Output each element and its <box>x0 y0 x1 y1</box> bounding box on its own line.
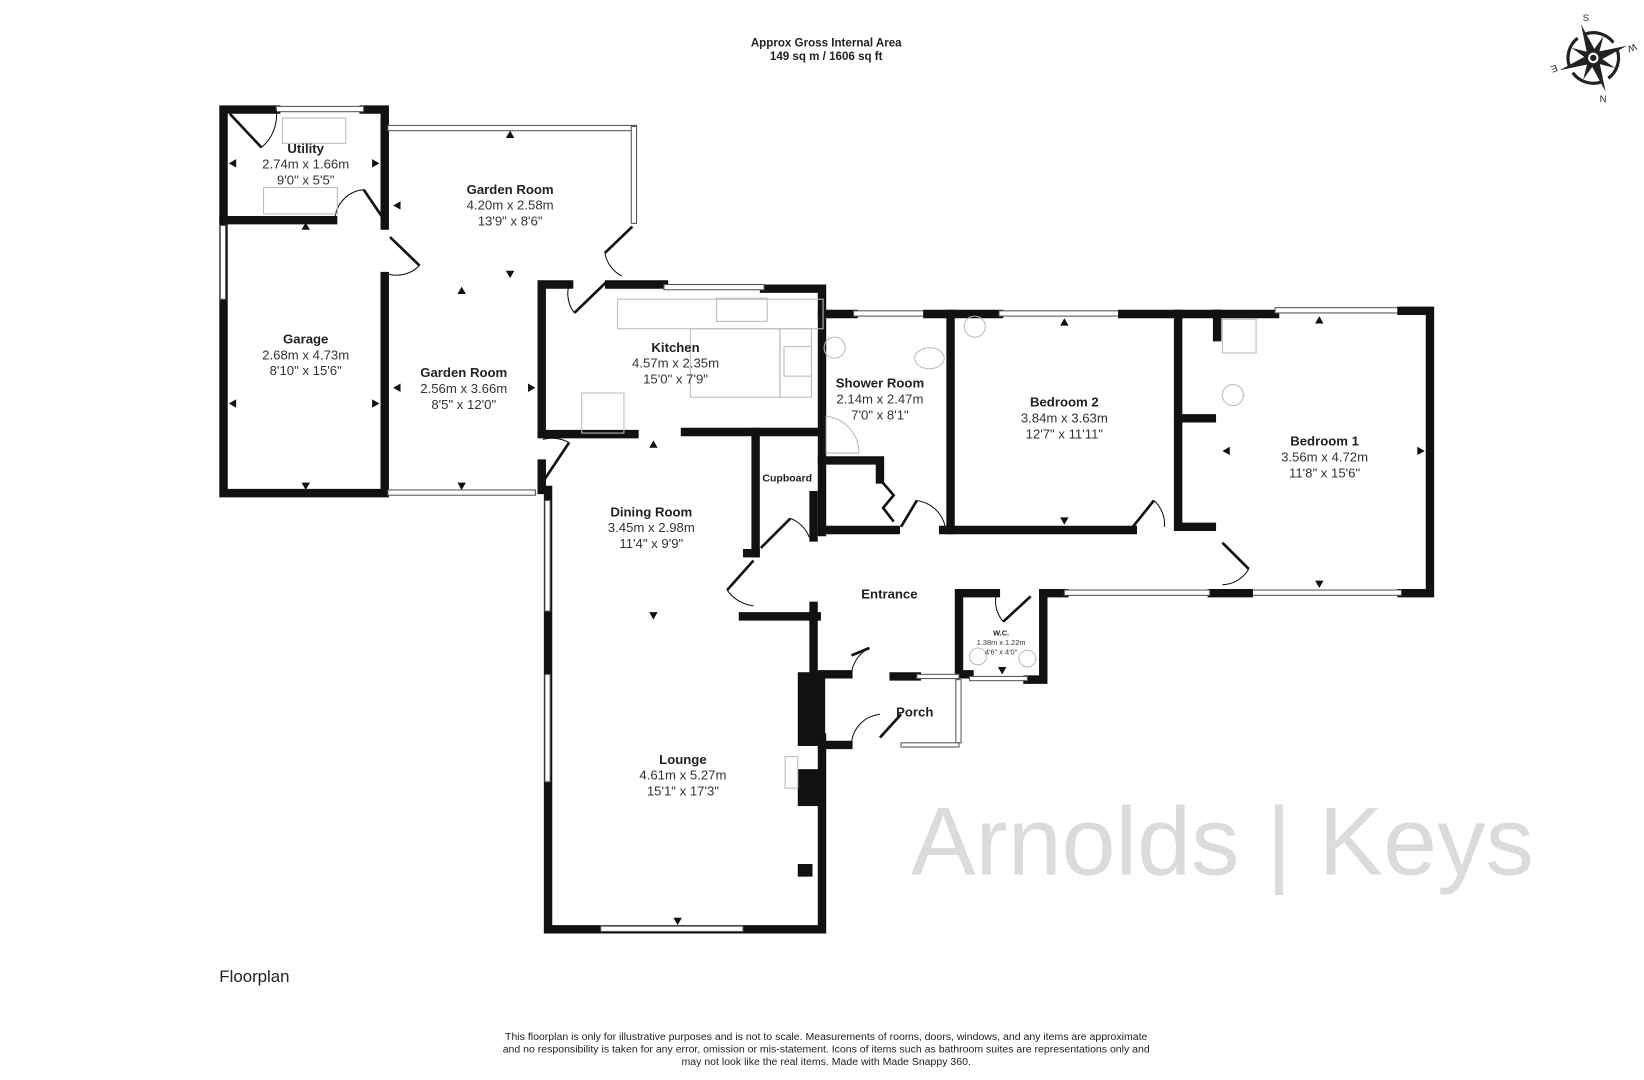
svg-text:8'5" x 12'0": 8'5" x 12'0" <box>431 397 496 412</box>
svg-text:2.56m x 3.66m: 2.56m x 3.66m <box>420 381 507 396</box>
svg-text:12'7" x 11'11": 12'7" x 11'11" <box>1026 426 1104 441</box>
svg-text:Lounge: Lounge <box>659 752 707 767</box>
svg-text:and no responsibility is taken: and no responsibility is taken for any e… <box>503 1044 1150 1056</box>
svg-text:W.C.: W.C. <box>993 628 1009 637</box>
room-utility: Utility 2.74m x 1.66m 9'0" x 5'5" <box>262 141 349 188</box>
svg-text:Dining Room: Dining Room <box>610 504 692 519</box>
room-shower-room: Shower Room 2.14m x 2.47m 7'0" x 8'1" <box>836 376 924 423</box>
svg-text:9'0" x 5'5": 9'0" x 5'5" <box>277 172 335 187</box>
svg-text:4.57m x 2.35m: 4.57m x 2.35m <box>632 356 719 371</box>
room-bedroom-2: Bedroom 2 3.84m x 3.63m 12'7" x 11'11" <box>1021 395 1108 442</box>
walls <box>219 105 1435 934</box>
floor-label: Floorplan <box>219 967 289 986</box>
svg-text:Kitchen: Kitchen <box>651 340 699 355</box>
svg-text:11'4" x 9'9": 11'4" x 9'9" <box>619 536 683 551</box>
svg-text:2.14m x 2.47m: 2.14m x 2.47m <box>836 392 923 407</box>
fixtures <box>263 117 1257 789</box>
room-garage: Garage 2.68m x 4.73m 8'10" x 15'6" <box>262 331 349 378</box>
compass-rose-icon <box>1559 24 1627 92</box>
svg-text:15'0" x 7'9": 15'0" x 7'9" <box>643 372 708 387</box>
svg-text:2.74m x 1.66m: 2.74m x 1.66m <box>262 157 349 172</box>
svg-text:Cupboard: Cupboard <box>762 473 812 485</box>
compass-s: S <box>1583 13 1589 24</box>
room-bedroom-1: Bedroom 1 3.56m x 4.72m 11'8" x 15'6" <box>1281 434 1368 481</box>
disclaimer: This floorplan is only for illustrative … <box>503 1031 1150 1068</box>
room-garden-room-2: Garden Room 2.56m x 3.66m 8'5" x 12'0" <box>420 365 507 412</box>
svg-text:Shower Room: Shower Room <box>836 376 924 391</box>
room-kitchen: Kitchen 4.57m x 2.35m 15'0" x 7'9" <box>632 340 719 387</box>
room-dining-room: Dining Room 3.45m x 2.98m 11'4" x 9'9" <box>608 504 695 551</box>
svg-text:3.56m x 4.72m: 3.56m x 4.72m <box>1281 450 1368 465</box>
svg-text:This floorplan is only for ill: This floorplan is only for illustrative … <box>505 1031 1147 1043</box>
area-value: 149 sq m / 1606 sq ft <box>770 51 883 63</box>
svg-text:3.84m x 3.63m: 3.84m x 3.63m <box>1021 411 1108 426</box>
svg-text:4.20m x 2.58m: 4.20m x 2.58m <box>467 198 554 213</box>
room-entrance: Entrance <box>861 586 917 601</box>
svg-text:Entrance: Entrance <box>861 586 917 601</box>
svg-text:11'8" x 15'6": 11'8" x 15'6" <box>1289 465 1361 480</box>
doors <box>228 109 1250 743</box>
svg-text:Garden Room: Garden Room <box>467 182 554 197</box>
compass-w: W <box>1626 41 1638 54</box>
svg-text:Bedroom 2: Bedroom 2 <box>1030 395 1099 410</box>
area-title: Approx Gross Internal Area <box>751 37 902 49</box>
compass-e: E <box>1549 62 1559 75</box>
room-cupboard: Cupboard <box>762 473 812 485</box>
svg-text:7'0" x 8'1": 7'0" x 8'1" <box>851 407 909 422</box>
compass-n: N <box>1600 94 1607 105</box>
svg-text:8'10" x 15'6": 8'10" x 15'6" <box>270 363 342 378</box>
room-lounge: Lounge 4.61m x 5.27m 15'1" x 17'3" <box>639 752 726 799</box>
room-wc: W.C. 1.38m x 1.22m 4'6" x 4'0" <box>977 628 1026 656</box>
svg-text:1.38m x 1.22m: 1.38m x 1.22m <box>977 638 1026 647</box>
svg-text:2.68m x 4.73m: 2.68m x 4.73m <box>262 347 349 362</box>
svg-text:4.61m x 5.27m: 4.61m x 5.27m <box>639 768 726 783</box>
svg-text:Bedroom 1: Bedroom 1 <box>1290 434 1359 449</box>
room-garden-room-1: Garden Room 4.20m x 2.58m 13'9" x 8'6" <box>467 182 554 229</box>
watermark: Arnolds | Keys <box>911 787 1534 896</box>
svg-text:4'6" x 4'0": 4'6" x 4'0" <box>985 647 1018 656</box>
svg-text:Garage: Garage <box>283 331 328 346</box>
svg-text:3.45m x 2.98m: 3.45m x 2.98m <box>608 520 695 535</box>
dimension-markers <box>228 130 1425 926</box>
svg-text:Utility: Utility <box>287 141 324 156</box>
svg-text:Garden Room: Garden Room <box>420 365 507 380</box>
room-porch: Porch <box>896 704 933 719</box>
svg-text:13'9" x 8'6": 13'9" x 8'6" <box>478 213 543 228</box>
svg-text:15'1" x 17'3": 15'1" x 17'3" <box>647 784 719 799</box>
svg-text:may not look like the real ite: may not look like the real items. Made w… <box>682 1056 971 1068</box>
svg-text:Porch: Porch <box>896 704 933 719</box>
